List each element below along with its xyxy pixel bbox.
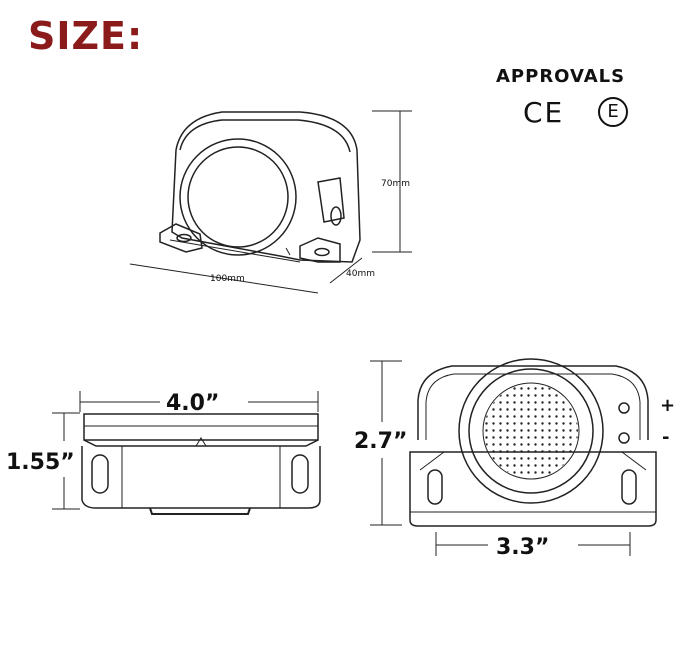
iso-height-label: 70mm [381,179,410,189]
front-dimension-lines [370,360,631,556]
iso-dimension-lines [129,110,412,294]
iso-terminal-slot [330,206,342,226]
approvals-heading: APPROVALS [496,66,626,87]
iso-left-mount-hole [176,233,192,243]
front-height-label: 2.7” [354,429,407,454]
side-left-slot [91,454,109,494]
front-left-slot [427,469,443,505]
front-base [409,451,657,527]
front-housing-outline [417,365,649,440]
front-positive-terminal [618,402,630,414]
ce-mark-icon: CE [523,96,565,129]
e-mark-icon: E [598,97,628,127]
iso-terminal-block [317,177,345,223]
positive-terminal-label: + [660,395,675,416]
side-top-body [83,413,319,447]
iso-housing-outline [171,111,361,263]
front-negative-terminal [618,432,630,444]
side-height-label: 1.55” [6,450,75,475]
front-speaker-grille-edge [482,382,580,480]
isometric-view [159,111,361,263]
front-view [409,358,657,527]
speaker-grille [484,384,578,478]
side-dimension-lines [52,391,319,510]
iso-right-flange [299,237,341,263]
negative-terminal-label: - [662,427,669,448]
front-speaker-ring [468,368,594,494]
iso-right-mount-hole [314,247,330,257]
side-right-slot [291,454,309,494]
iso-width-label: 100mm [210,274,245,284]
front-width-label: 3.3” [496,535,549,560]
iso-left-flange [159,223,203,253]
side-base-body [81,446,321,509]
side-wedge-band [83,413,319,427]
side-width-label: 4.0” [166,391,219,416]
front-right-slot [621,469,637,505]
iso-speaker-inner [187,146,289,248]
side-view [81,413,321,515]
page-title: SIZE: [28,14,144,58]
iso-housing-back [179,119,351,153]
iso-speaker-outer [179,138,297,256]
iso-depth-label: 40mm [346,269,375,279]
front-speaker-ring-outer [458,358,604,504]
